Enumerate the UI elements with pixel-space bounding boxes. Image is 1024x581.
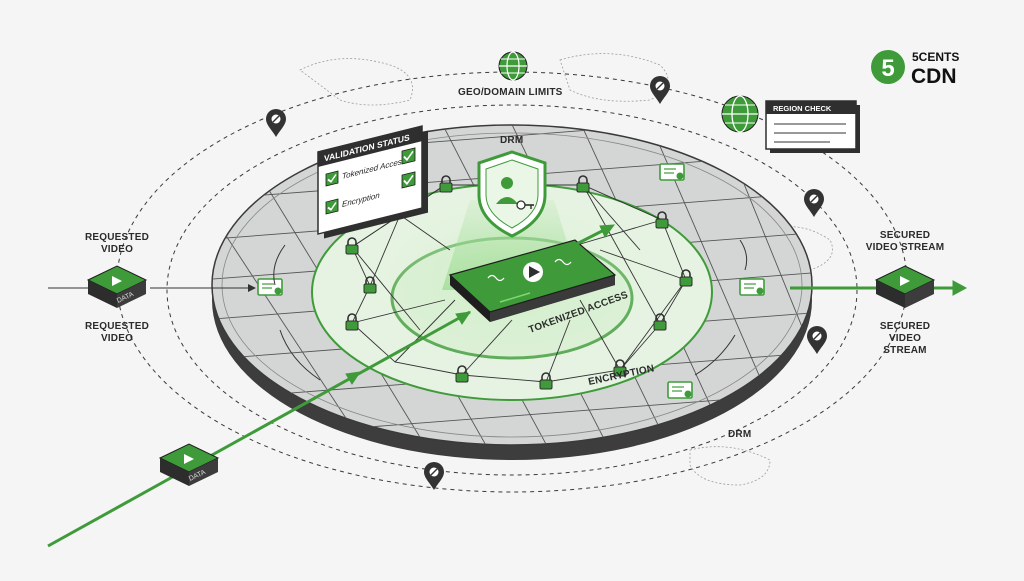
location-pin-icon — [423, 461, 445, 491]
secured-stream-label-line: VIDEO STREAM — [866, 242, 945, 253]
secured-stream-label-line: SECURED — [880, 230, 930, 241]
requested-video-label-line: VIDEO — [101, 333, 133, 344]
secured-video-chip — [874, 265, 936, 308]
certificate-icon — [659, 163, 685, 181]
5cents-cdn-logo: 5 5CENTS CDN — [871, 50, 959, 88]
checkbox-icon — [325, 198, 339, 215]
logo-digit: 5 — [881, 55, 894, 82]
validation-status-panel: VALIDATION STATUS Tokenized Access Encry… — [317, 125, 428, 239]
check-icon — [401, 171, 416, 189]
drm-top-label: DRM — [500, 135, 523, 146]
certificate-icon — [257, 278, 283, 296]
secured-stream-label-line: SECURED — [880, 321, 930, 332]
requested-video-label-line: REQUESTED — [85, 321, 149, 332]
location-pin-icon — [806, 325, 828, 355]
requested-video-label-line: REQUESTED — [85, 232, 149, 243]
secured-stream-label-line: VIDEO — [889, 333, 921, 344]
location-pin-icon — [265, 108, 287, 138]
globe-icon — [498, 51, 528, 81]
globe-icon — [721, 95, 759, 133]
checkbox-icon — [325, 170, 339, 187]
requested-video-label-line: VIDEO — [101, 244, 133, 255]
certificate-icon — [739, 278, 765, 296]
location-pin-icon — [803, 188, 825, 218]
drm-bottom-label: DRM — [728, 429, 751, 440]
video-server-box — [448, 239, 617, 322]
check-icon — [401, 147, 416, 165]
certificate-icon — [667, 381, 693, 399]
world-map-sketch — [299, 53, 833, 486]
logo-line1: 5CENTS — [912, 50, 959, 64]
geo-domain-limits-label: GEO/DOMAIN LIMITS — [458, 87, 563, 98]
user-icon — [501, 177, 513, 189]
ring-flow-arrows — [273, 239, 748, 381]
logo-line2: CDN — [911, 65, 957, 88]
secured-stream-label-line: STREAM — [883, 345, 926, 356]
key-icon — [516, 200, 534, 210]
region-check-panel: REGION CHECK — [765, 100, 860, 153]
region-check-title: REGION CHECK — [773, 104, 832, 113]
requested-video-chip: DATA — [86, 265, 148, 308]
data-flow-arrows — [47, 224, 968, 548]
location-pin-icon — [649, 75, 671, 105]
incoming-data-chip: DATA — [158, 443, 220, 486]
